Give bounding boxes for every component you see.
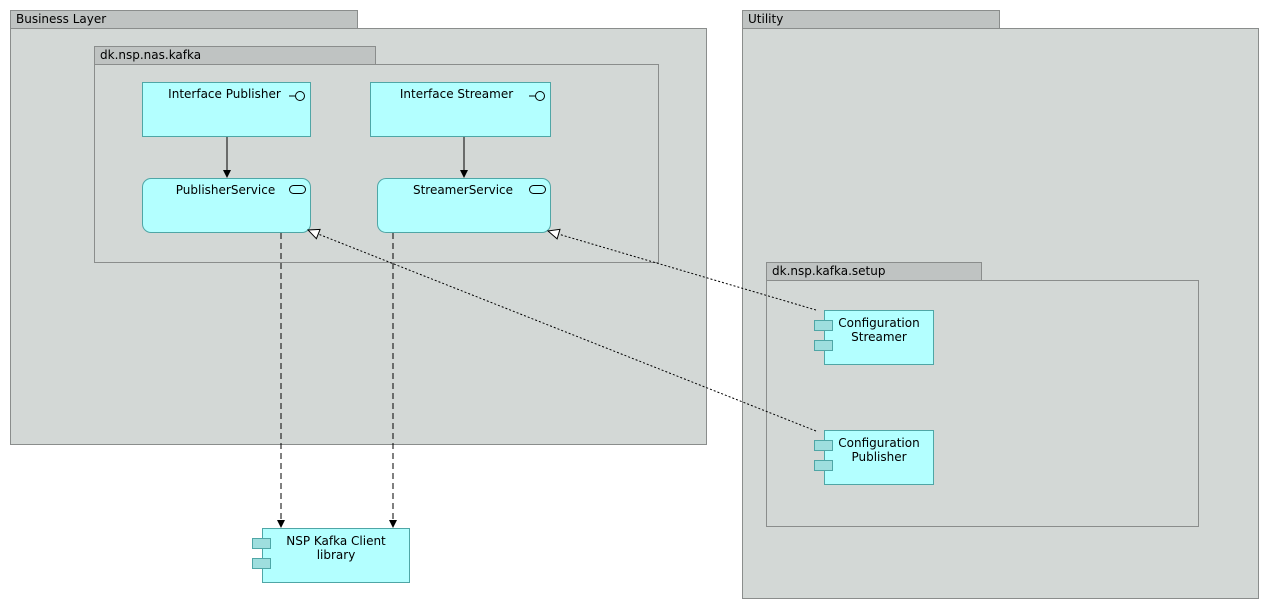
component-icon — [252, 538, 271, 549]
configuration-publisher-label: Configuration Publisher — [825, 436, 933, 464]
kafka-setup-tab[interactable]: dk.nsp.kafka.setup — [766, 262, 982, 281]
interface-icon — [289, 91, 305, 101]
component-icon — [814, 340, 833, 351]
publisher-service-label: PublisherService — [175, 183, 276, 197]
kafka-client-label-line2: library — [316, 548, 356, 562]
service-icon — [529, 185, 546, 194]
service-icon — [289, 185, 306, 194]
streamer-service-label: StreamerService — [412, 183, 514, 197]
interface-publisher-label: Interface Publisher — [168, 87, 281, 101]
interface-publisher-node[interactable]: Interface Publisher — [142, 82, 311, 137]
interface-icon — [529, 91, 545, 101]
interface-streamer-label: Interface Streamer — [399, 87, 514, 101]
nas-kafka-tab[interactable]: dk.nsp.nas.kafka — [94, 46, 376, 65]
configuration-publisher-label-line2: Publisher — [851, 450, 907, 464]
configuration-streamer-label-line1: Configuration — [838, 316, 920, 330]
configuration-publisher-label-line1: Configuration — [838, 436, 920, 450]
business-layer-tab[interactable]: Business Layer — [10, 10, 358, 29]
kafka-client-node[interactable]: NSP Kafka Client library — [262, 528, 410, 583]
configuration-publisher-node[interactable]: Configuration Publisher — [824, 430, 934, 485]
interface-streamer-node[interactable]: Interface Streamer — [370, 82, 551, 137]
utility-tab[interactable]: Utility — [742, 10, 1000, 29]
component-icon — [252, 558, 271, 569]
configuration-streamer-label-line2: Streamer — [851, 330, 907, 344]
component-icon — [814, 320, 833, 331]
component-icon — [814, 440, 833, 451]
streamer-service-node[interactable]: StreamerService — [377, 178, 551, 233]
kafka-client-label-line1: NSP Kafka Client — [286, 534, 386, 548]
publisher-service-node[interactable]: PublisherService — [142, 178, 311, 233]
configuration-streamer-node[interactable]: Configuration Streamer — [824, 310, 934, 365]
kafka-client-label: NSP Kafka Client library — [263, 534, 409, 562]
component-icon — [814, 460, 833, 471]
configuration-streamer-label: Configuration Streamer — [825, 316, 933, 344]
